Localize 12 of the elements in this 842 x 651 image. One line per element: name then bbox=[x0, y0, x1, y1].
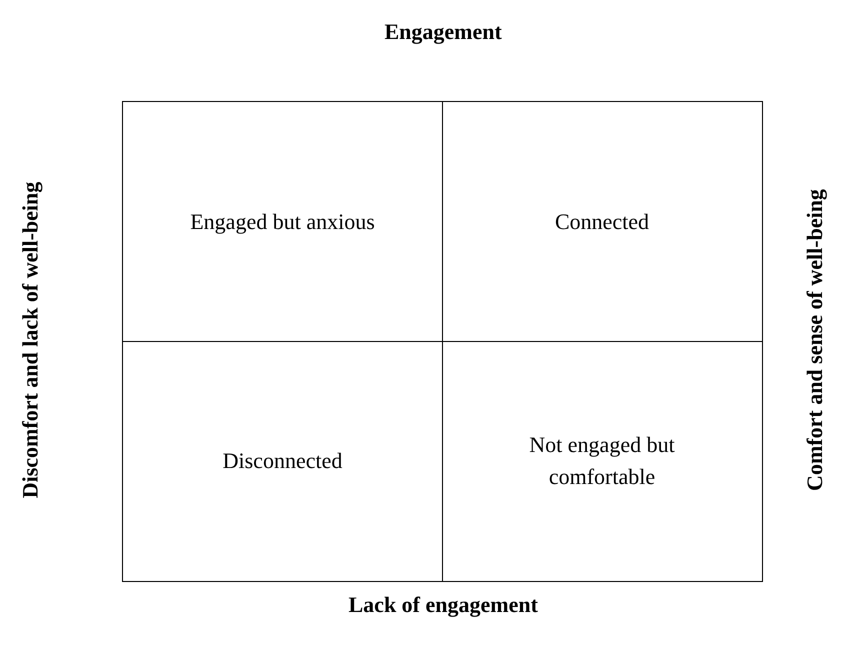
quadrant-label: Connected bbox=[554, 208, 650, 236]
quadrant-label: Not engaged but comfortable bbox=[528, 431, 676, 491]
quadrant-box bbox=[442, 101, 762, 342]
quadrant-label: Engaged but anxious bbox=[190, 208, 375, 236]
top-axis-label: Engagement bbox=[384, 19, 502, 45]
bottom-axis-label: Lack of engagement bbox=[348, 592, 538, 618]
quadrant-box bbox=[122, 101, 443, 342]
quadrant-box bbox=[122, 340, 443, 582]
quadrant-label: Disconnected bbox=[222, 447, 342, 476]
right-axis-label: Comfort and sense of well-being bbox=[802, 189, 828, 491]
left-axis-label: Discomfort and lack of well-being bbox=[16, 182, 43, 498]
quadrant-box bbox=[442, 340, 762, 582]
